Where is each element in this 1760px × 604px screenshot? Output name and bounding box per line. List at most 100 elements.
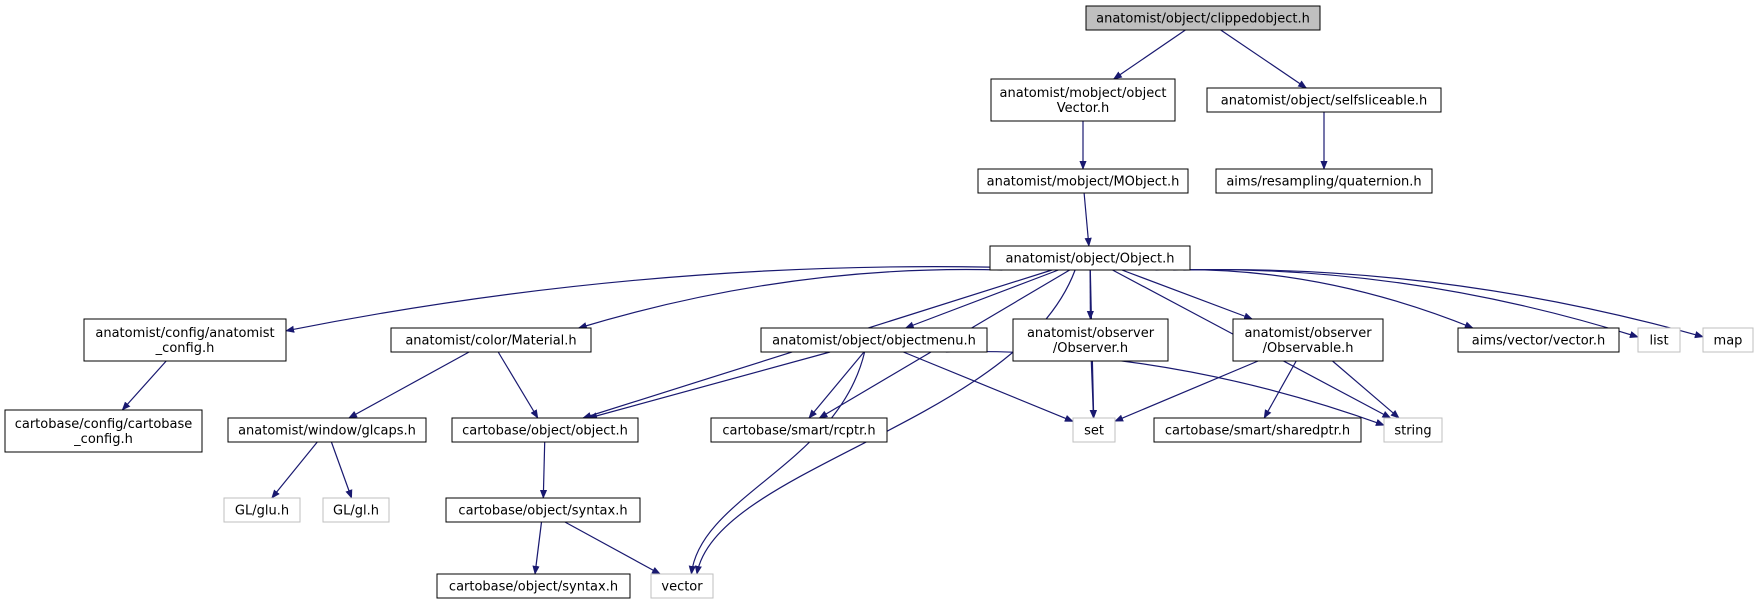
node-box xyxy=(1012,318,1169,362)
edge-observable-to-string xyxy=(1332,360,1400,419)
node-aimsvector[interactable]: aims/vector/vector.h xyxy=(1457,327,1620,353)
node-box xyxy=(1702,327,1754,353)
node-label: /Observer.h xyxy=(1053,341,1128,356)
node-box xyxy=(990,78,1176,122)
node-box xyxy=(1383,417,1443,443)
node-label: cartobase/config/cartobase xyxy=(15,417,193,432)
node-string: string xyxy=(1383,417,1443,443)
node-clippedobject[interactable]: anatomist/object/clippedobject.h xyxy=(1085,5,1321,31)
node-label: cartobase/object/object.h xyxy=(462,424,628,439)
node-glu: GL/glu.h xyxy=(223,497,301,523)
node-box xyxy=(322,497,390,523)
edges-layer xyxy=(121,29,1704,575)
node-label: cartobase/smart/rcptr.h xyxy=(722,424,875,439)
node-label: anatomist/mobject/MObject.h xyxy=(987,175,1180,190)
node-observable[interactable]: anatomist/observer/Observable.h xyxy=(1232,318,1384,362)
node-sharedptr[interactable]: cartobase/smart/sharedptr.h xyxy=(1153,417,1362,443)
node-cartobase_config[interactable]: cartobase/config/cartobase_config.h xyxy=(4,409,203,453)
node-box xyxy=(1215,168,1433,194)
node-label: cartobase/object/syntax.h xyxy=(458,504,627,519)
node-label: string xyxy=(1394,424,1431,439)
node-cbobject[interactable]: cartobase/object/object.h xyxy=(451,417,639,443)
node-syntax1[interactable]: cartobase/object/syntax.h xyxy=(445,497,641,523)
node-label: anatomist/config/anatomist xyxy=(95,326,274,341)
node-box xyxy=(1153,417,1362,443)
node-box xyxy=(83,318,287,362)
node-box xyxy=(1457,327,1620,353)
node-box xyxy=(227,417,427,443)
node-box xyxy=(451,417,639,443)
edge-objectmenu-to-string xyxy=(945,351,1385,426)
node-label: GL/gl.h xyxy=(333,504,379,519)
node-label: list xyxy=(1649,334,1668,349)
node-box xyxy=(760,327,988,353)
node-rcptr[interactable]: cartobase/smart/rcptr.h xyxy=(710,417,888,443)
edge-clippedobject-to-selfsliceable xyxy=(1220,29,1308,89)
node-label: anatomist/object/Object.h xyxy=(1006,252,1175,267)
node-box xyxy=(710,417,888,443)
node-box xyxy=(390,327,592,353)
node-objectmenu[interactable]: anatomist/object/objectmenu.h xyxy=(760,327,988,353)
node-label: /Observable.h xyxy=(1263,341,1354,356)
node-label: aims/vector/vector.h xyxy=(1472,334,1605,349)
node-label: anatomist/color/Material.h xyxy=(405,334,576,349)
node-list: list xyxy=(1637,327,1681,353)
node-box xyxy=(1206,87,1442,113)
node-label: cartobase/object/syntax.h xyxy=(449,580,618,595)
node-observer[interactable]: anatomist/observer/Observer.h xyxy=(1012,318,1169,362)
node-object[interactable]: anatomist/object/Object.h xyxy=(989,245,1191,271)
node-map: map xyxy=(1702,327,1754,353)
edge-observer-to-set xyxy=(1089,360,1097,419)
edge-objectmenu-to-vector xyxy=(688,351,866,575)
node-selfsliceable[interactable]: anatomist/object/selfsliceable.h xyxy=(1206,87,1442,113)
node-label: aims/resampling/quaternion.h xyxy=(1226,175,1421,190)
edge-observable-to-sharedptr xyxy=(1263,360,1297,419)
edge-glcaps-to-gl xyxy=(330,441,353,499)
edge-object-to-objectmenu xyxy=(904,269,1059,329)
node-label: map xyxy=(1714,334,1743,349)
edge-syntax1-to-vector xyxy=(564,521,661,575)
node-label: GL/glu.h xyxy=(235,504,289,519)
node-label: anatomist/window/glcaps.h xyxy=(238,424,416,439)
edge-objectmenu-to-set xyxy=(903,351,1074,422)
node-label: cartobase/smart/sharedptr.h xyxy=(1165,424,1350,439)
node-gl: GL/gl.h xyxy=(322,497,390,523)
node-anatomist_config[interactable]: anatomist/config/anatomist_config.h xyxy=(83,318,287,362)
edge-mobject-to-object xyxy=(1083,192,1092,247)
edge-material-to-glcaps xyxy=(348,351,470,419)
node-syntax2[interactable]: cartobase/object/syntax.h xyxy=(436,573,631,599)
node-box xyxy=(445,497,641,523)
edge-cbobject-to-syntax1 xyxy=(539,441,548,499)
edge-anatomist_config-to-cartobase_config xyxy=(121,360,167,411)
edge-clippedobject-to-objectvector xyxy=(1112,29,1186,80)
edge-object-to-anatomist_config xyxy=(285,266,991,333)
edge-objectmenu-to-rcptr xyxy=(808,351,865,419)
edge-syntax1-to-syntax2 xyxy=(532,521,543,575)
edge-glcaps-to-glu xyxy=(271,441,318,499)
node-box xyxy=(977,168,1189,194)
edge-material-to-cbobject xyxy=(497,351,539,419)
node-glcaps[interactable]: anatomist/window/glcaps.h xyxy=(227,417,427,443)
node-label: anatomist/object/selfsliceable.h xyxy=(1221,94,1428,109)
node-label: anatomist/object/clippedobject.h xyxy=(1096,12,1310,27)
node-label: anatomist/observer xyxy=(1027,326,1155,341)
node-label: _config.h xyxy=(73,432,133,447)
node-box xyxy=(1232,318,1384,362)
edge-object-to-observable xyxy=(1121,269,1254,320)
node-mobject[interactable]: anatomist/mobject/MObject.h xyxy=(977,168,1189,194)
node-set: set xyxy=(1072,417,1116,443)
node-box xyxy=(650,573,714,599)
node-box xyxy=(1637,327,1681,353)
node-label: _config.h xyxy=(155,341,215,356)
node-box xyxy=(436,573,631,599)
node-quaternion[interactable]: aims/resampling/quaternion.h xyxy=(1215,168,1433,194)
nodes-layer: anatomist/object/clippedobject.h anatomis… xyxy=(4,5,1754,599)
node-box xyxy=(1072,417,1116,443)
node-material[interactable]: anatomist/color/Material.h xyxy=(390,327,592,353)
node-box xyxy=(4,409,203,453)
node-label: set xyxy=(1084,424,1104,439)
node-vector: vector xyxy=(650,573,714,599)
node-label: anatomist/observer xyxy=(1244,326,1372,341)
